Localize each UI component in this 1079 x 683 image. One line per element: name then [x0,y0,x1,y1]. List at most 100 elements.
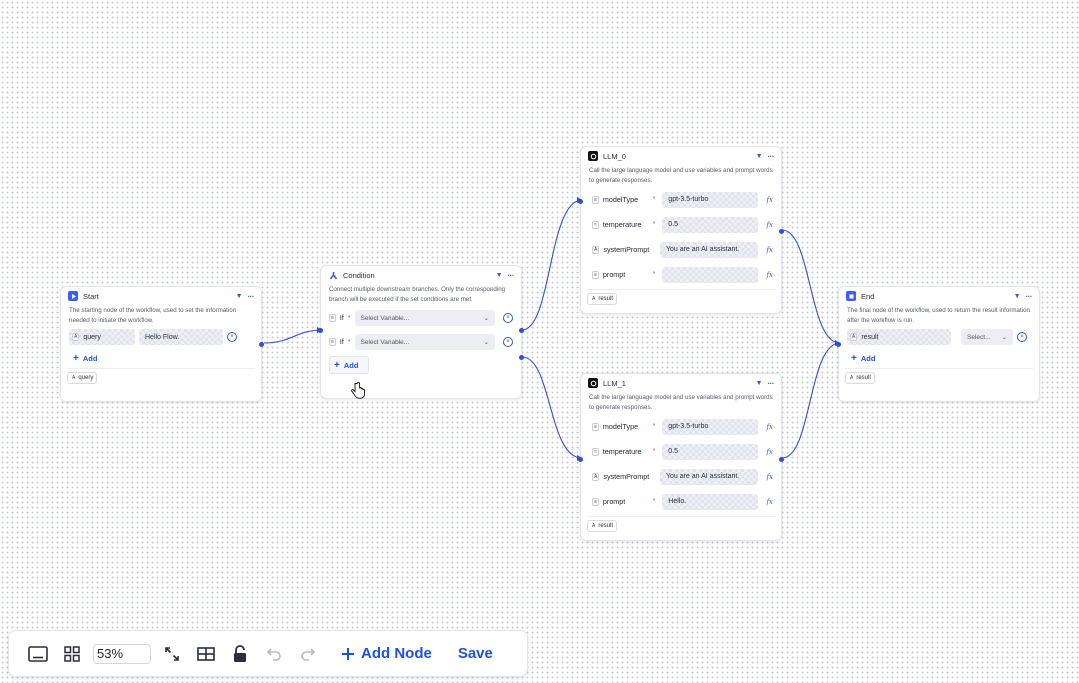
edge-condition-llm1 [521,356,583,459]
llm-param-value[interactable] [662,266,758,283]
condition-node[interactable]: Condition ▼ ··· Connect multiple downstr… [318,265,524,399]
llm-param-value[interactable]: 0.5 [662,443,758,460]
start-node-header[interactable]: Start ▼ ··· [61,287,261,305]
condition-node-description: Connect multiple downstream branches. On… [329,286,506,303]
edge-llm0-end [781,229,841,344]
llm-param-row: ≈temperature * 0.5 fx [581,439,781,464]
llm-param-value[interactable]: You are an AI assistant. [660,241,759,258]
llm-param-name: ≈temperature [592,220,642,229]
condition-collapse-icon[interactable]: ▼ [495,271,503,279]
remove-param-icon[interactable]: × [227,332,237,342]
llm-param-row: ≡modelType * gpt-3.5-turbo fx [581,414,781,439]
fx-icon[interactable]: fx [766,270,773,279]
string-type-icon: A [591,523,597,529]
start-icon [68,291,78,301]
number-type-icon: ≈ [592,447,599,456]
minimap-toggle-button[interactable] [21,639,55,669]
fx-icon[interactable]: fx [766,245,773,254]
llm-param-row: ≡prompt * Hello. fx [581,489,781,514]
undo-button[interactable] [257,639,291,669]
edge-start-condition [263,329,323,344]
table-view-button[interactable] [189,639,223,669]
llm-1-more-icon[interactable]: ··· [767,378,775,388]
llm-1-node-title: LLM_1 [603,378,626,388]
end-collapse-icon[interactable]: ▼ [1013,292,1021,300]
start-param-name[interactable]: A query [69,329,135,345]
llm-0-collapse-icon[interactable]: ▼ [755,152,763,160]
llm-param-value[interactable]: gpt-3.5-turbo [662,191,758,208]
fx-icon[interactable]: fx [766,447,773,456]
llm-param-value[interactable]: 0.5 [662,216,758,233]
llm-param-row: ≡prompt * fx [581,262,781,287]
condition-more-icon[interactable]: ··· [507,270,515,280]
condition-node-header[interactable]: Condition ▼ ··· [321,266,521,284]
lock-button[interactable] [223,639,257,669]
llm-0-node-description: Call the large language model and use va… [589,167,773,184]
llm-param-value[interactable]: Hello. [662,493,758,510]
branch-tag-icon: ≡ [329,314,336,322]
llm-0-node-title: LLM_0 [603,151,626,161]
llm-0-node[interactable]: LLM_0 ▼ ··· Call the large language mode… [578,146,784,314]
llm-0-output-port[interactable] [779,229,784,234]
add-node-button[interactable]: Add Node [335,645,438,662]
enum-type-icon: ≡ [592,422,599,431]
branch-variable-select[interactable]: Select Variable... ⌄ [354,310,496,326]
start-param-value[interactable]: Hello Flow. [139,329,223,345]
llm-0-input-port[interactable] [578,199,583,204]
llm-param-value[interactable]: gpt-3.5-turbo [662,418,758,435]
llm-1-input-port[interactable] [578,457,583,462]
llm-param-name: ≡prompt [592,270,626,279]
start-more-icon[interactable]: ··· [247,291,255,301]
branch-if-label: If [339,314,344,322]
fx-icon[interactable]: fx [766,422,773,431]
string-type-icon: A [849,375,855,381]
layout-button[interactable] [55,639,89,669]
llm-param-name: ≡modelType [592,195,639,204]
plus-icon: + [73,352,79,364]
fit-view-button[interactable] [155,639,189,669]
start-add-button[interactable]: + Add [73,352,98,364]
fx-icon[interactable]: fx [766,472,773,481]
expand-icon [165,646,179,661]
llm-param-value[interactable]: You are an AI assistant. [660,468,759,485]
start-collapse-icon[interactable]: ▼ [235,292,243,300]
start-output-port[interactable] [259,342,264,347]
condition-input-port[interactable] [318,328,323,333]
fx-icon[interactable]: fx [766,195,773,204]
redo-button[interactable] [291,639,325,669]
llm-1-output-chip: A result [587,520,618,532]
remove-branch-icon[interactable]: × [503,337,513,347]
end-param-name[interactable]: A result [847,329,951,345]
end-variable-select[interactable]: Select... ⌄ [961,329,1013,345]
branch-variable-select[interactable]: Select Variable... ⌄ [354,334,496,350]
end-input-port[interactable] [836,342,841,347]
llm-1-collapse-icon[interactable]: ▼ [755,379,763,387]
end-node-description: The final node of the workflow, used to … [847,307,1030,324]
remove-param-icon[interactable]: × [1017,332,1027,342]
end-more-icon[interactable]: ··· [1025,291,1033,301]
chevron-down-icon: ⌄ [483,315,490,322]
condition-output-port-2[interactable] [519,355,524,360]
end-node[interactable]: End ▼ ··· The final node of the workflow… [836,286,1040,402]
openai-icon [588,378,598,388]
llm-1-node[interactable]: LLM_1 ▼ ··· Call the large language mode… [578,373,784,541]
llm-0-node-header[interactable]: LLM_0 ▼ ··· [581,147,781,165]
save-button[interactable]: Save [457,645,493,662]
llm-0-more-icon[interactable]: ··· [767,151,775,161]
remove-branch-icon[interactable]: × [503,313,513,323]
end-add-button[interactable]: + Add [851,352,876,364]
condition-add-button[interactable]: + Add [329,356,369,374]
condition-output-port-1[interactable] [519,328,524,333]
end-icon [846,291,856,301]
llm-1-node-header[interactable]: LLM_1 ▼ ··· [581,374,781,392]
zoom-input[interactable]: 53% [93,643,151,664]
llm-param-name: ≡modelType [592,422,639,431]
fx-icon[interactable]: fx [766,497,773,506]
start-node[interactable]: Start ▼ ··· The starting node of the wor… [60,286,264,402]
fx-icon[interactable]: fx [766,220,773,229]
llm-1-output-port[interactable] [779,457,784,462]
condition-branch-row: ≡ If * Select Variable... ⌄ × [321,330,521,354]
end-node-header[interactable]: End ▼ ··· [839,287,1039,305]
start-node-description: The starting node of the workflow, used … [69,307,237,324]
